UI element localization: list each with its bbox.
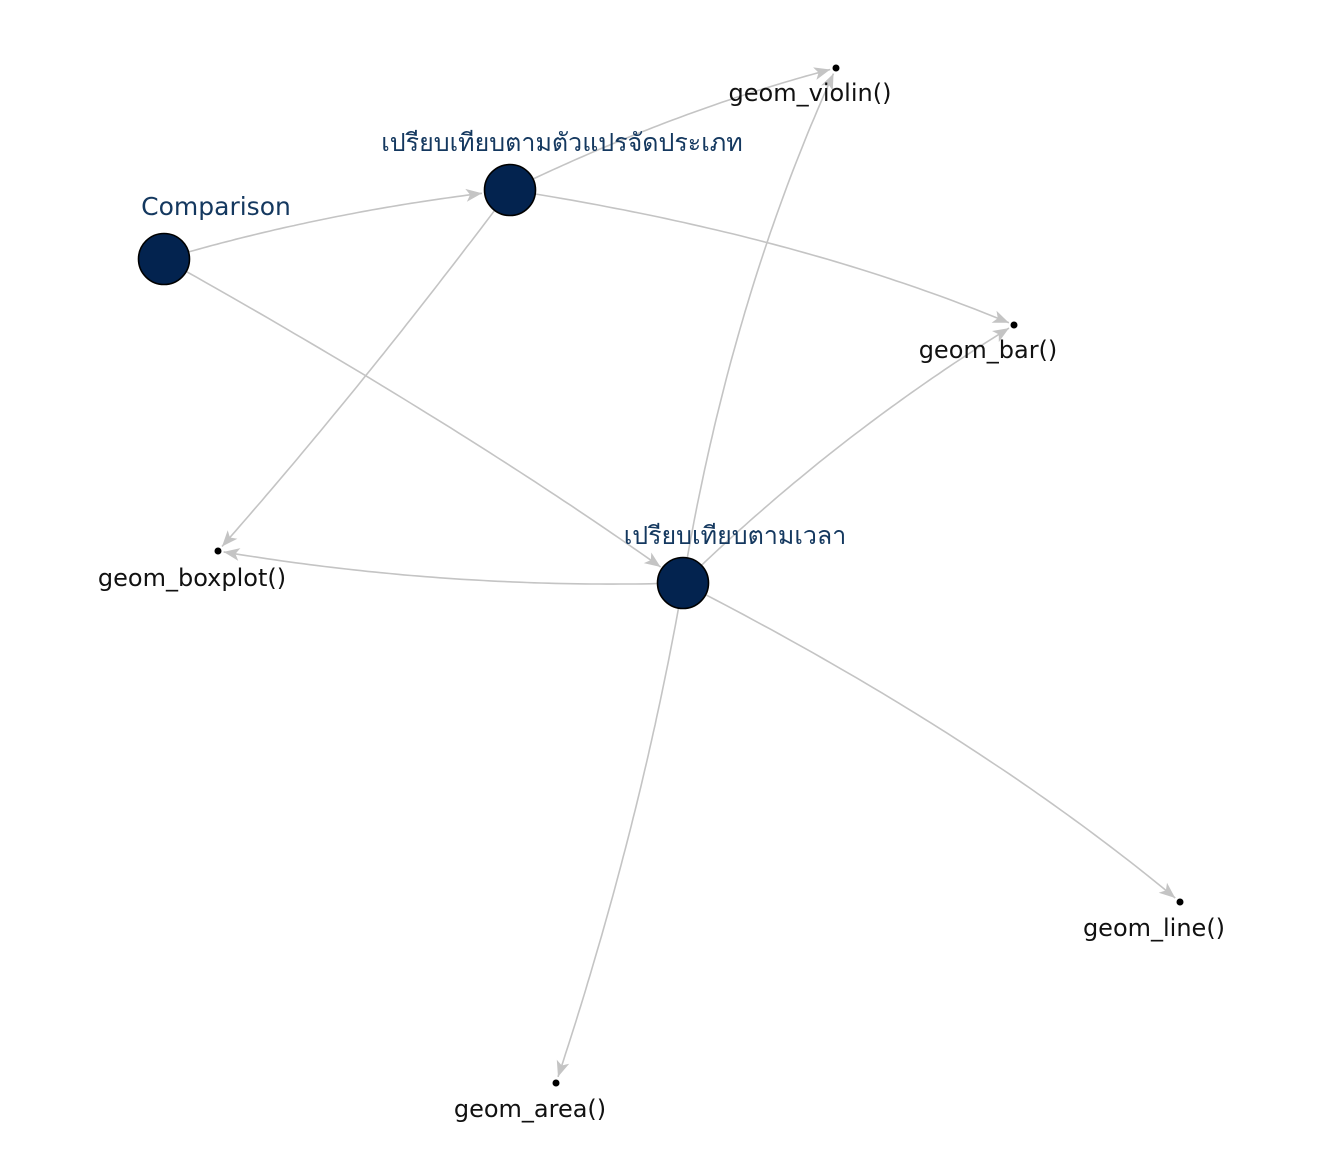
node-categorical <box>483 163 537 217</box>
label-time: เปรียบเทียบตามเวลา <box>624 521 847 550</box>
labels-layer: Comparison เปรียบเทียบตามตัวแปรจัดประเภทเ… <box>98 79 1225 1123</box>
label-boxplot: geom_boxplot() <box>98 564 286 592</box>
edges-layer <box>186 68 1176 1078</box>
edge-comparison-to-time <box>186 271 662 568</box>
label-line: geom_line() <box>1083 914 1225 942</box>
edge-time-to-violin <box>686 73 835 558</box>
arrowhead-comparison-to-time <box>643 552 661 567</box>
edge-categorical-to-violin <box>532 68 831 180</box>
arrowhead-time-to-violin <box>821 73 834 91</box>
node-bar <box>1010 321 1018 329</box>
node-comparison <box>137 232 191 286</box>
edge-time-to-area <box>557 608 680 1078</box>
node-area <box>552 1079 560 1087</box>
label-bar: geom_bar() <box>919 336 1058 364</box>
arrowhead-categorical-to-violin <box>813 67 831 80</box>
edge-categorical-to-bar <box>535 193 1010 324</box>
label-violin: geom_violin() <box>729 79 892 107</box>
arrowhead-time-to-boxplot <box>223 548 241 561</box>
arrowhead-categorical-to-boxplot <box>222 530 238 547</box>
node-time <box>656 556 710 610</box>
arrowhead-time-to-area <box>556 1059 570 1077</box>
label-comparison: Comparison <box>141 192 291 221</box>
arrowheads-layer <box>222 67 1176 1077</box>
arrowhead-time-to-line <box>1158 882 1176 898</box>
edge-time-to-boxplot <box>223 551 657 585</box>
nodes-layer <box>137 64 1184 1087</box>
label-area: geom_area() <box>454 1095 606 1123</box>
node-violin <box>832 64 840 72</box>
label-categorical: เปรียบเทียบตามตัวแปรจัดประเภท <box>381 128 742 157</box>
node-line <box>1176 898 1184 906</box>
node-boxplot <box>214 547 222 555</box>
edge-time-to-bar <box>701 327 1010 566</box>
edge-time-to-line <box>706 594 1176 899</box>
arrowhead-time-to-bar <box>992 328 1009 343</box>
arrowhead-categorical-to-bar <box>991 310 1009 323</box>
arrowhead-comparison-to-categorical <box>465 188 482 202</box>
edge-comparison-to-categorical <box>188 192 483 253</box>
edge-categorical-to-boxplot <box>221 210 496 548</box>
